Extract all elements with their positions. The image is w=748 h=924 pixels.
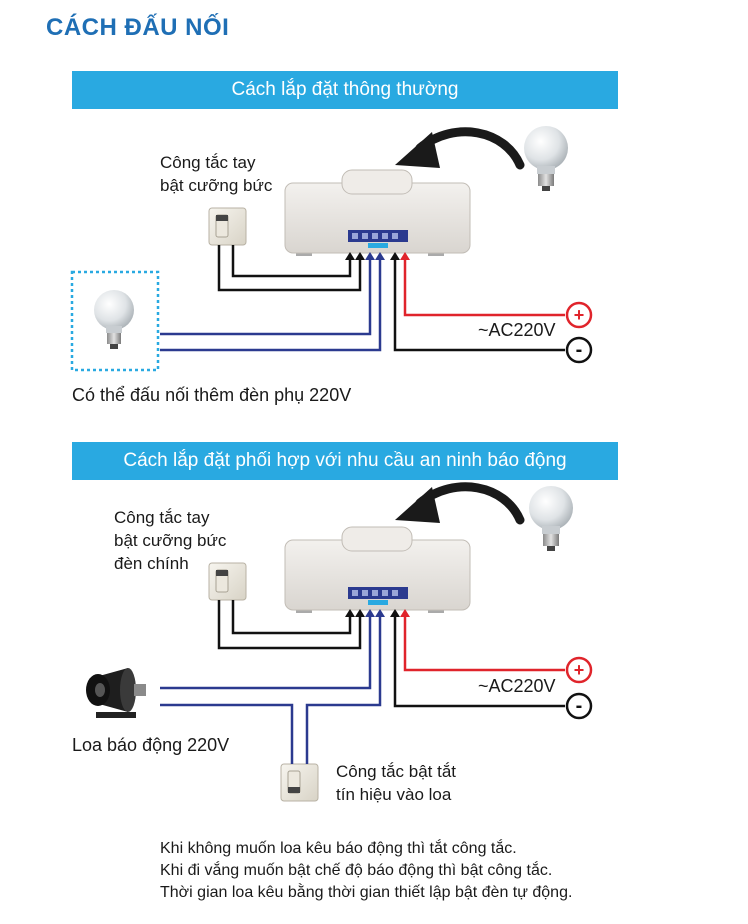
minus-sign: - — [576, 339, 583, 361]
note-line: Thời gian loa kêu bằng thời gian thiết l… — [160, 884, 573, 901]
minus-terminal-icon — [565, 336, 593, 364]
plus-sign: + — [574, 660, 585, 680]
extra-lamp-label: Có thể đấu nối thêm đèn phụ 220V — [72, 385, 352, 405]
switch-label: Công tắc tay bật cưỡng bức đèn chính — [114, 508, 227, 573]
bulb-icon — [94, 290, 134, 349]
wall-switch-icon — [208, 562, 247, 601]
notes: Khi không muốn loa kêu báo động thì tắt … — [160, 838, 572, 904]
plus-terminal-icon — [565, 301, 593, 329]
note-line: Khi đi vắng muốn bật chế độ báo động thì… — [160, 862, 553, 879]
plus-sign: + — [574, 305, 585, 325]
extra-lamp-box — [70, 270, 160, 372]
minus-sign: - — [576, 695, 583, 717]
sensor-device-icon — [284, 169, 471, 256]
section2-wires — [160, 600, 565, 764]
note-line: Khi không muốn loa kêu báo động thì tắt … — [160, 840, 517, 857]
plus-terminal-icon — [565, 656, 593, 684]
signal-switch-label: Công tắc bật tắt tín hiệu vào loa — [336, 762, 457, 804]
sensor-device-icon — [284, 526, 471, 613]
bulb-icon — [524, 126, 568, 191]
page-title: CÁCH ĐẤU NỐI — [46, 14, 230, 41]
ac-voltage-label: ~AC220V — [478, 676, 556, 696]
section1-banner: Cách lắp đặt thông thường — [72, 71, 618, 109]
minus-terminal-icon — [565, 692, 593, 720]
switch-label: Công tắc tay bật cưỡng bức — [160, 153, 273, 195]
ac-voltage-label: ~AC220V — [478, 320, 556, 340]
wall-switch-icon — [280, 763, 319, 802]
section2-banner: Cách lắp đặt phối hợp với nhu cầu an nin… — [72, 442, 618, 480]
section1-arrowheads — [345, 252, 410, 260]
section1-wires — [160, 245, 565, 352]
speaker-label: Loa báo động 220V — [72, 735, 230, 755]
section2-arrowheads — [345, 609, 410, 617]
alarm-speaker-icon — [86, 668, 146, 718]
curved-arrow-icon — [395, 127, 525, 170]
curved-arrow-icon — [395, 482, 525, 525]
wall-switch-icon — [208, 207, 247, 246]
bulb-icon — [529, 486, 573, 551]
